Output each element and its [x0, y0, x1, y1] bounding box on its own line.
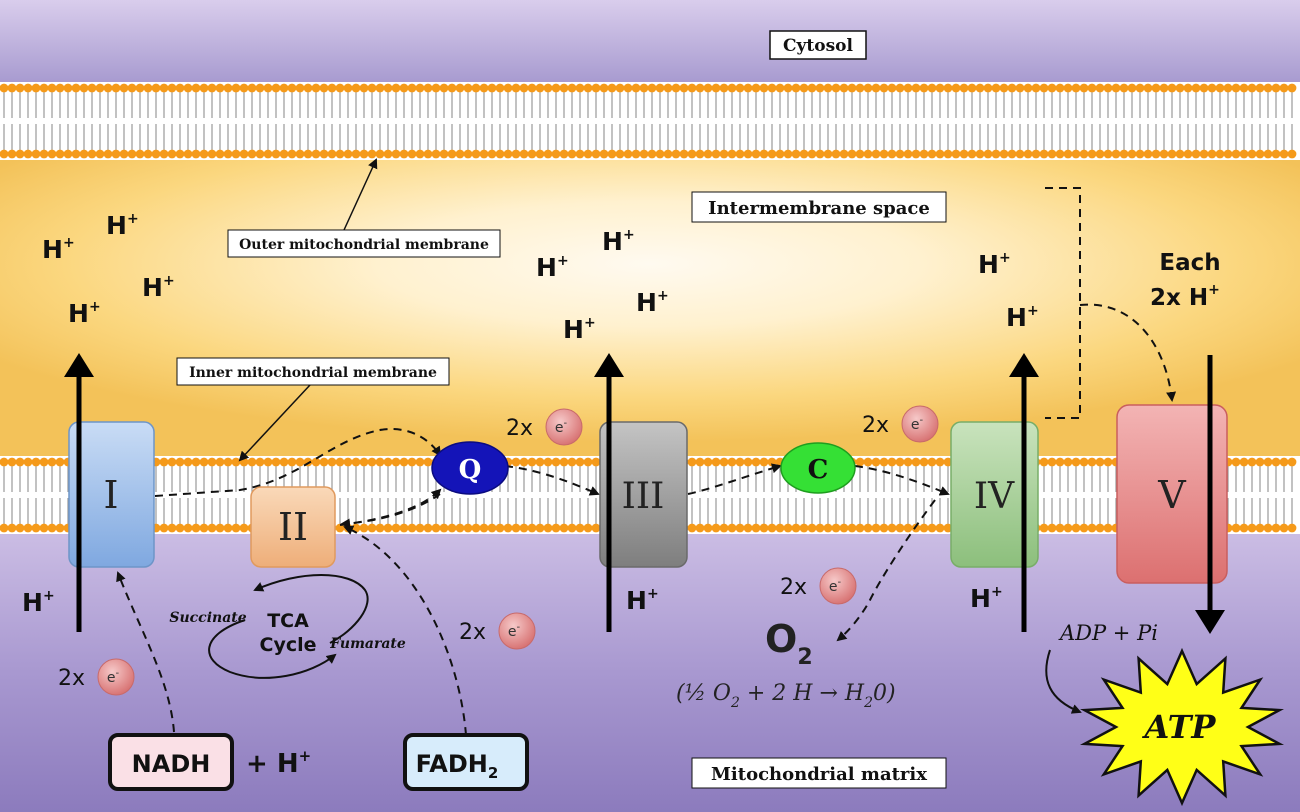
- oxygen-label: O2: [765, 617, 813, 670]
- tca-title-line2: Cycle: [260, 634, 317, 656]
- path-iv-to-o2: [836, 499, 936, 642]
- svg-text:Inner mitochondrial membrane: Inner mitochondrial membrane: [189, 365, 437, 381]
- cytosol-label: Cytosol: [769, 30, 867, 60]
- svg-text:2x: 2x: [459, 620, 486, 645]
- path-bracket-to-v: [1079, 303, 1177, 402]
- bracket-intermembrane: [1045, 187, 1081, 419]
- svg-text:2x: 2x: [780, 575, 807, 600]
- svg-text:Outer mitochondrial membrane: Outer mitochondrial membrane: [239, 237, 489, 253]
- electron-flow-path: [116, 187, 1177, 736]
- path-nadh-to-i: [116, 571, 175, 733]
- atp-burst: ATP: [1080, 647, 1284, 807]
- svg-text:2x: 2x: [506, 416, 533, 441]
- ubiquinone-q: Q: [431, 441, 509, 495]
- proton-h10: H+: [1006, 303, 1039, 332]
- proton-arrows: [64, 353, 1225, 634]
- complex-v: V: [1116, 404, 1228, 584]
- plus-h-label: + H+: [246, 747, 311, 779]
- tca-title-line1: TCA: [267, 610, 309, 632]
- svg-text:IV: IV: [974, 476, 1015, 517]
- fumarate-label: Fumarate: [329, 636, 406, 652]
- path-fadh2-to-ii: [343, 525, 467, 736]
- svg-text:C: C: [808, 455, 829, 485]
- svg-text:NADH: NADH: [132, 750, 211, 778]
- two-h-label: 2x H+: [1150, 282, 1220, 311]
- path-c-to-iv: [854, 465, 950, 496]
- intermembrane-region: [0, 160, 1300, 457]
- svg-text:V: V: [1157, 473, 1186, 517]
- svg-text:2x: 2x: [58, 666, 85, 691]
- path-iii-to-c: [687, 463, 782, 495]
- cytochrome-c: C: [780, 442, 856, 494]
- succinate-label: Succinate: [169, 610, 246, 626]
- tca-cycle-arrows: [208, 574, 369, 679]
- intermembrane-label: Intermembrane space: [691, 191, 947, 223]
- complex-i: I: [68, 421, 155, 568]
- matrix-label: Mitochondrial matrix: [691, 757, 947, 789]
- svg-text:I: I: [103, 473, 118, 517]
- outer-membrane: [0, 82, 1300, 160]
- nadh-box: NADH: [108, 733, 234, 791]
- svg-text:Cytosol: Cytosol: [783, 36, 854, 56]
- svg-text:Intermembrane space: Intermembrane space: [708, 198, 930, 219]
- svg-text:Q: Q: [459, 455, 482, 485]
- complex-iv: IV: [950, 421, 1039, 568]
- fadh2-box: FADH2: [403, 733, 529, 791]
- outer-membrane-label: Outer mitochondrial membrane: [227, 229, 501, 258]
- inner-membrane-label: Inner mitochondrial membrane: [176, 357, 450, 386]
- each-label: Each: [1159, 250, 1220, 276]
- svg-text:FADH2: FADH2: [416, 750, 499, 782]
- svg-text:II: II: [278, 505, 308, 549]
- path-q-to-iii: [504, 465, 600, 496]
- outer-membrane-pointer: [343, 158, 378, 231]
- cytosol-region: [0, 0, 1300, 82]
- svg-text:2x: 2x: [862, 413, 889, 438]
- svg-text:Mitochondrial matrix: Mitochondrial matrix: [711, 764, 927, 785]
- inner-membrane-pointer: [238, 384, 311, 462]
- path-i-to-q: [154, 428, 442, 497]
- complex-ii: II: [250, 486, 336, 568]
- adp-pi-label: ADP + Pi: [1058, 621, 1158, 645]
- svg-text:ATP: ATP: [1142, 708, 1217, 746]
- adp-arrow: [1045, 649, 1082, 714]
- water-equation: (½ O2 + 2 H → H20): [676, 681, 896, 711]
- complex-iii: III: [599, 421, 688, 568]
- svg-text:III: III: [622, 476, 665, 517]
